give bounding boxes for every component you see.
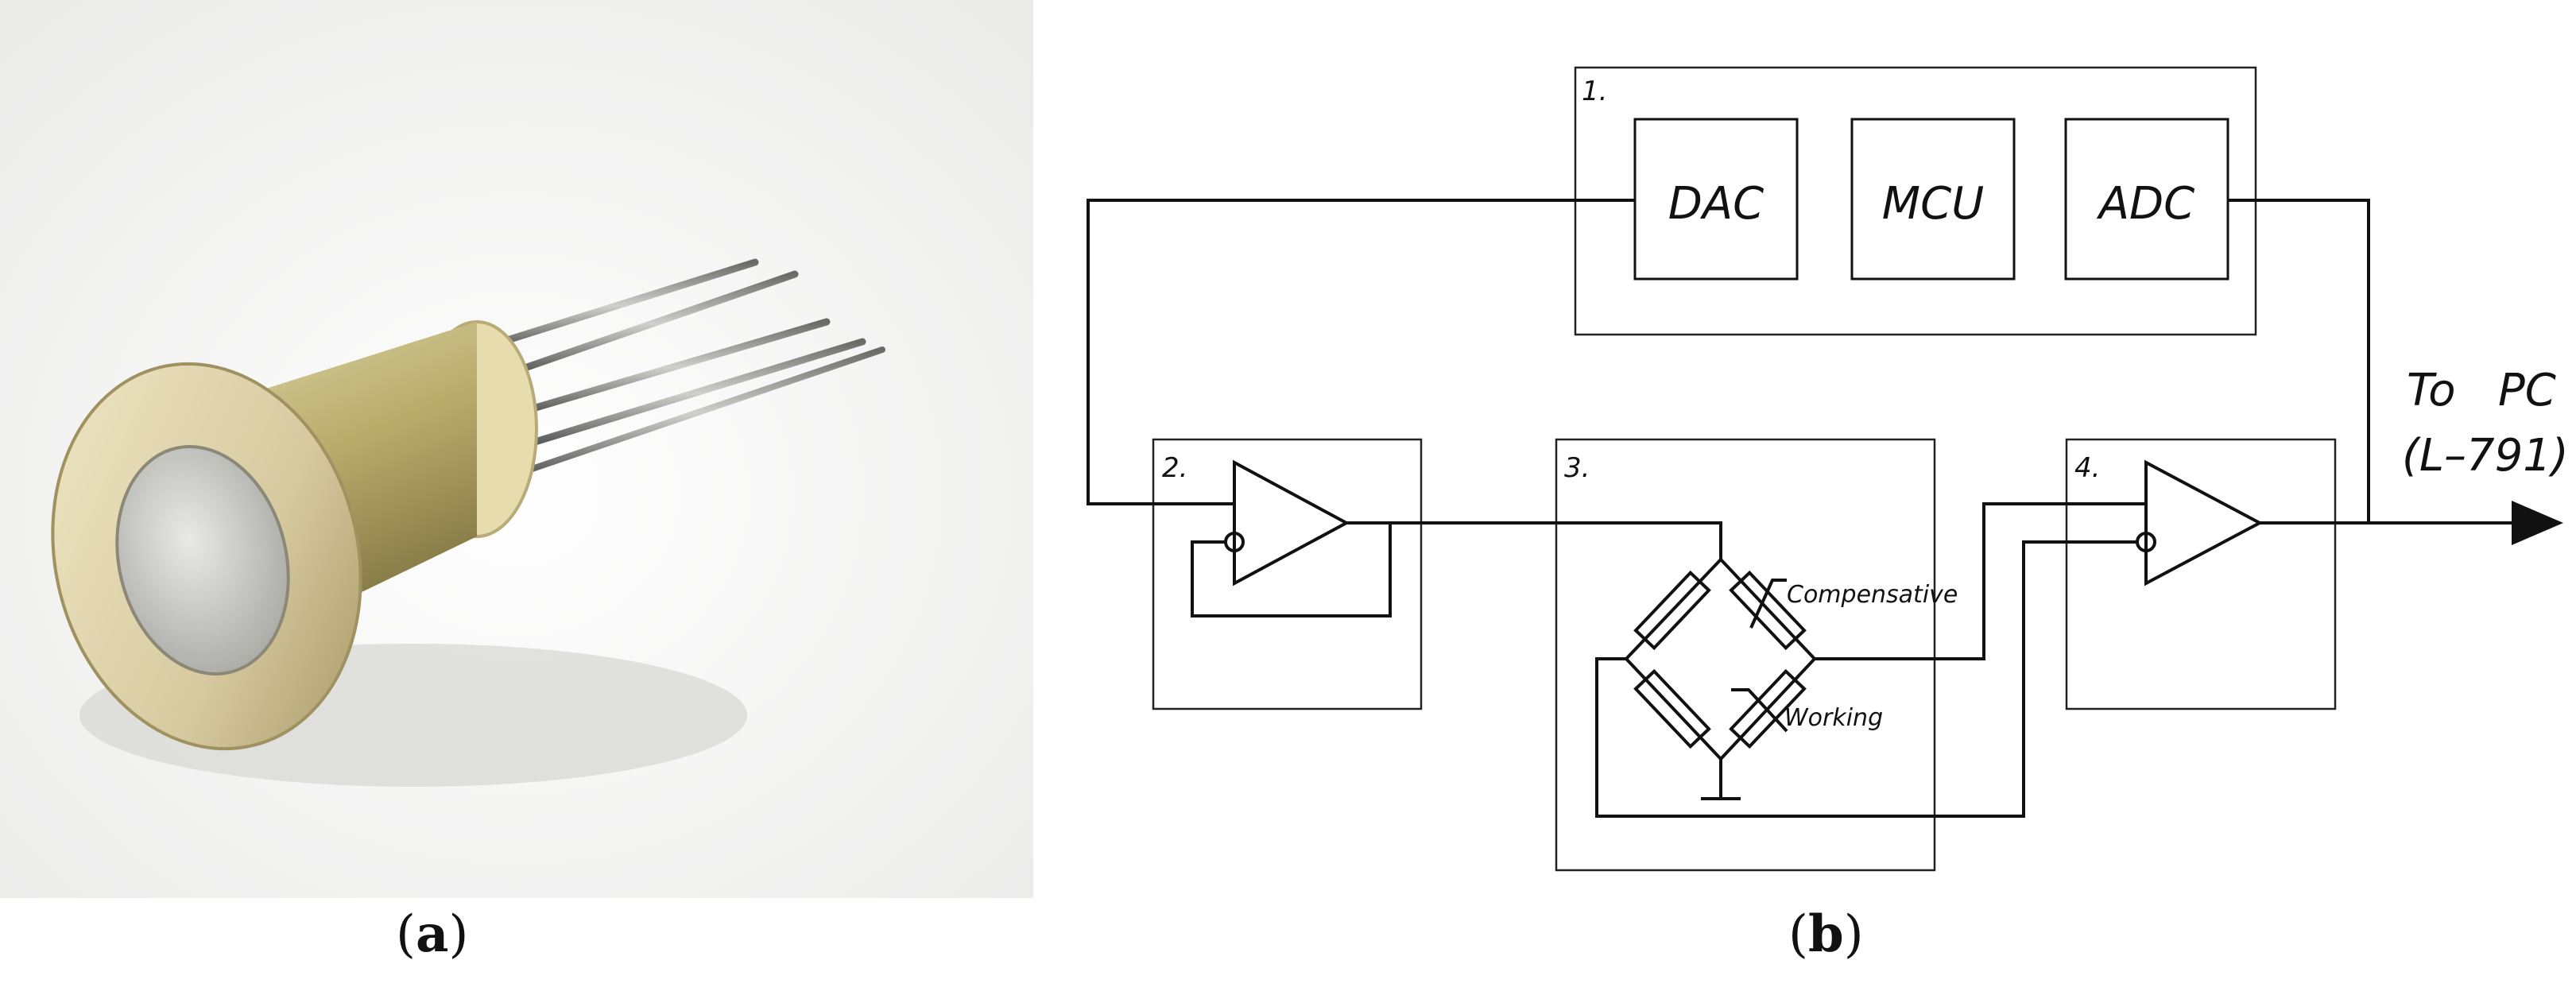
output-amplifier	[2136, 459, 2264, 586]
output-label-line1: To PC	[2407, 365, 2556, 416]
buffer-amplifier	[1224, 459, 1350, 586]
sensor-pins	[473, 258, 885, 480]
block2-box	[1152, 438, 1423, 710]
block4-box	[2065, 438, 2337, 710]
block3-box	[1555, 438, 1936, 872]
sensor-mesh	[115, 445, 290, 676]
sensor-photo	[0, 0, 1033, 898]
block-diagram: 1. DAC MCU ADC 2. 3. Compensative Workin…	[1087, 66, 2569, 872]
caption-b-close: )	[1843, 905, 1864, 964]
adc-label: ADC	[2097, 178, 2195, 230]
caption-b-open: (	[1788, 905, 1808, 964]
dac-label: DAC	[1668, 178, 1764, 230]
compensative-label: Compensative	[1787, 581, 1958, 609]
working-label: Working	[1784, 704, 1883, 732]
caption-b-letter: b	[1807, 904, 1844, 964]
output-label-line2: (L–791)	[2402, 430, 2569, 482]
caption-a: (a)	[396, 904, 468, 964]
caption-a-close: )	[448, 905, 469, 964]
mcu-box	[1850, 118, 2016, 281]
wires	[1087, 199, 2563, 818]
caption-b: (b)	[1788, 904, 1864, 964]
block3-number: 3.	[1564, 452, 1590, 484]
caption-a-open: (	[396, 905, 416, 964]
mcu-label: MCU	[1882, 178, 1984, 230]
wheatstone-bridge	[1625, 558, 1816, 800]
block4-number: 4.	[2074, 452, 2100, 484]
block1-number: 1.	[1582, 75, 1607, 107]
output-arrow	[2512, 501, 2563, 545]
block2-number: 2.	[1162, 452, 1187, 484]
caption-a-letter: a	[415, 904, 449, 964]
